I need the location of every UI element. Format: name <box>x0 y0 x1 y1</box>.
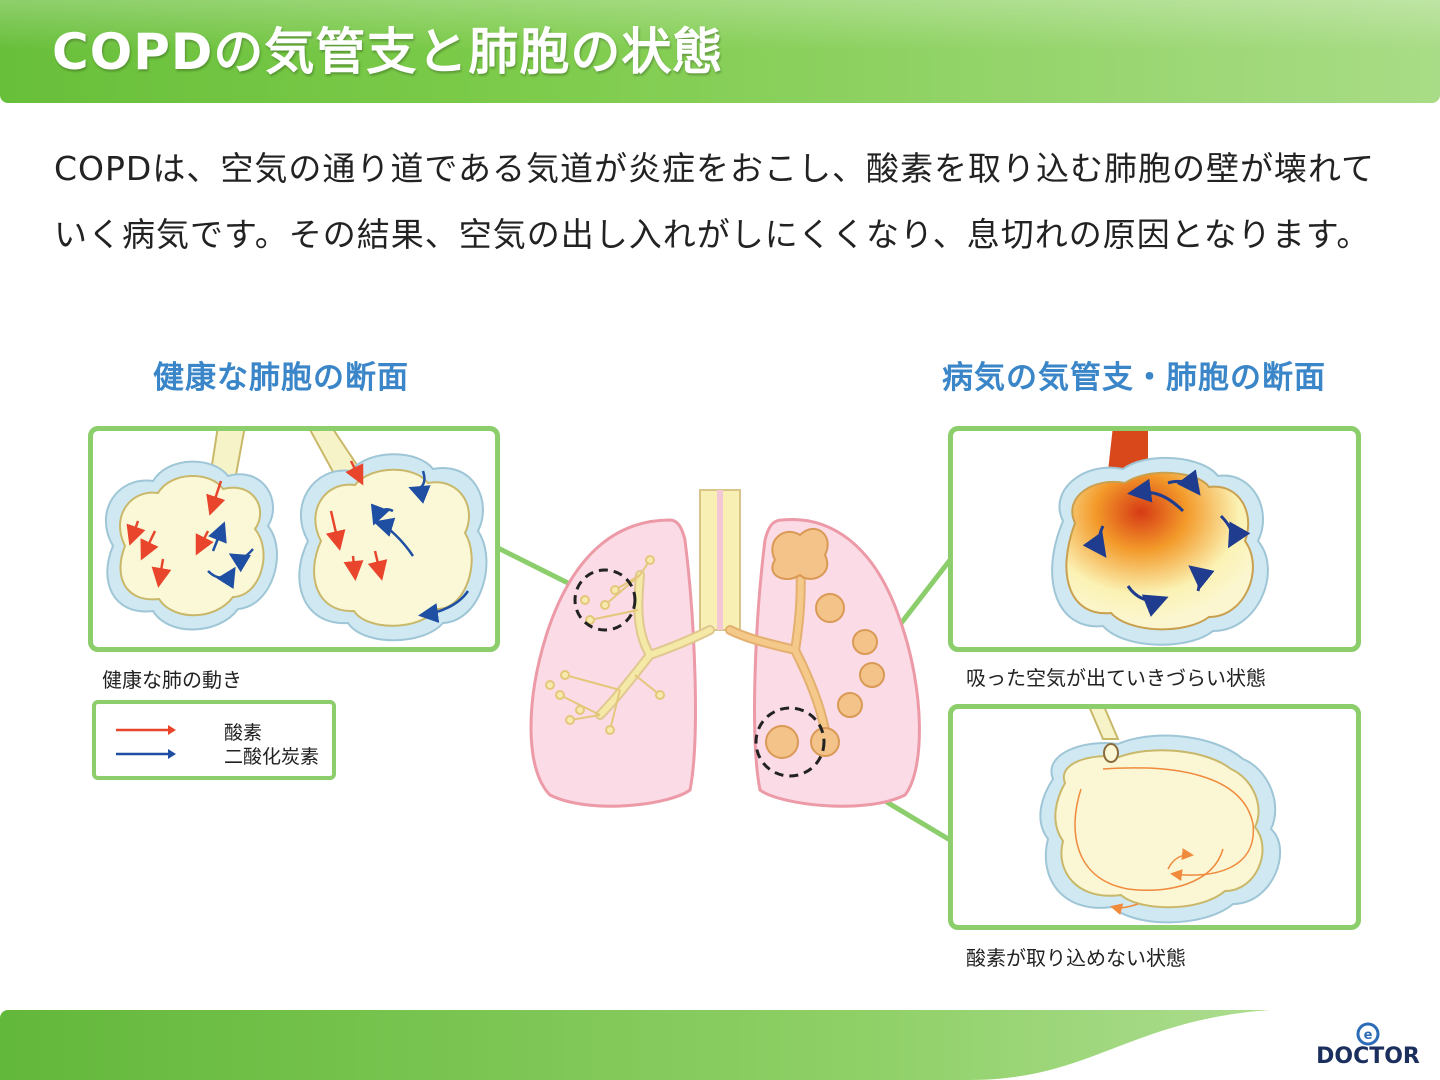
healthy-alveoli-panel <box>88 426 500 652</box>
damaged-alveolus-illustration <box>1039 709 1281 924</box>
healthy-caption: 健康な肺の動き <box>102 668 242 692</box>
diseased-focus-circle <box>754 706 826 778</box>
page-title: COPDの気管支と肺胞の状態 <box>52 23 724 81</box>
legend: 酸素 二酸化炭素 <box>92 700 336 780</box>
title-bar <box>0 0 1440 103</box>
co2-arrow-icon <box>116 749 176 759</box>
logo-mark-icon: e <box>1356 1022 1380 1046</box>
oxygen-arrow-icon <box>116 725 176 735</box>
healthy-alveoli-illustration <box>104 431 488 642</box>
legend-oxygen <box>116 718 176 742</box>
lungs-illustration <box>529 489 921 808</box>
logo-mark-letter: e <box>1364 1028 1373 1043</box>
obstructed-alveolus-illustration <box>1051 431 1269 646</box>
healthy-section-title: 健康な肺胞の断面 <box>153 360 409 396</box>
logo-text: DOCTOR <box>1316 1044 1420 1069</box>
airway-obstruction-caption: 吸った空気が出ていきづらい状態 <box>966 666 1266 690</box>
doctor-logo: e DOCTOR <box>1312 1022 1424 1072</box>
footer-swoosh <box>970 1010 1440 1080</box>
legend-co2-label: 二酸化炭素 <box>224 746 320 768</box>
healthy-focus-circle <box>573 568 637 632</box>
intro-text: COPDは、空気の通り道である気道が炎症をおこし、酸素を取り込む肺胞の壁が壊れて… <box>54 149 1376 254</box>
legend-co2 <box>116 742 176 766</box>
alveolar-damage-caption: 酸素が取り込めない状態 <box>966 946 1186 970</box>
diseased-section-title: 病気の気管支・肺胞の断面 <box>942 360 1326 396</box>
legend-oxygen-label: 酸素 <box>224 722 263 744</box>
airway-obstruction-panel <box>948 426 1361 652</box>
alveolar-damage-panel <box>948 704 1361 930</box>
